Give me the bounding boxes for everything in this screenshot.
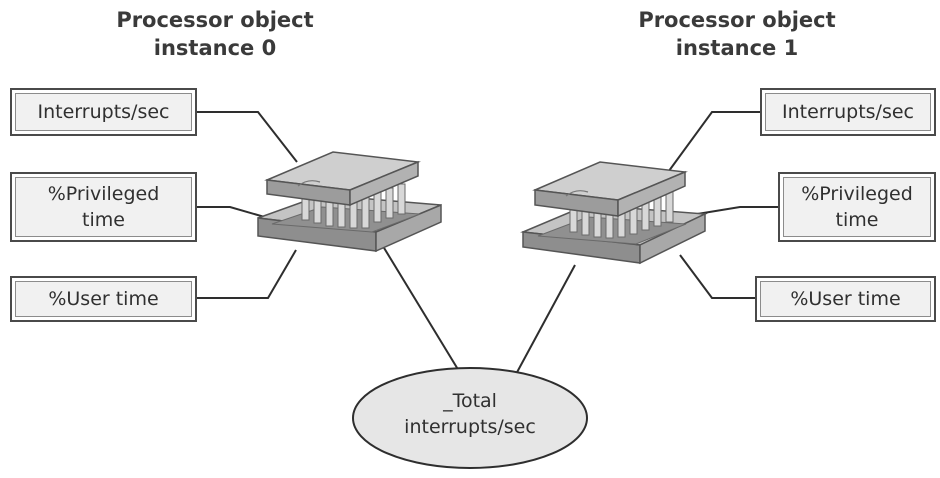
instance-0-interrupts-label: Interrupts/sec [37,101,170,123]
instance-1-privileged-label-line1: %Privileged [801,183,913,205]
connector-right-interrupts [654,111,760,191]
instance-0-user-label: %User time [48,288,159,310]
instance-1-privileged-box: %Privileged time [778,172,936,242]
instance-1-interrupts-label: Interrupts/sec [782,101,914,123]
instance-0-privileged-label-line2: time [82,209,125,231]
instance-0-privileged-box: %Privileged time [10,172,197,242]
instance-1-title: Processor object instance 1 [617,6,857,62]
connector-left-user [197,249,297,299]
instance-1-user-box: %User time [755,276,936,322]
instance-1-interrupts-box: Interrupts/sec [760,88,936,136]
instance-0-title-line2: instance 0 [153,36,277,60]
total-label-line2: interrupts/sec [404,416,536,438]
instance-0-privileged-label-line1: %Privileged [47,183,160,205]
instance-1-privileged-label-line2: time [835,209,879,231]
connector-left-privileged [197,206,269,219]
instance-1-user-label: %User time [790,288,901,310]
instance-0-interrupts-box: Interrupts/sec [10,88,197,136]
processor-1-icon [520,161,708,265]
connector-right-privileged [684,206,778,217]
instance-1-title-line2: instance 1 [675,36,799,60]
instance-1-title-line1: Processor object [638,8,836,32]
instance-0-user-box: %User time [10,276,197,322]
connector-left-total [377,237,463,377]
total-label: _Total interrupts/sec [340,388,600,440]
connector-right-user [679,254,755,299]
instance-0-title-line1: Processor object [116,8,314,32]
total-label-line1: _Total [443,390,497,412]
connector-left-interrupts [197,111,298,163]
total-ellipse [352,367,588,469]
processor-0-icon [257,151,442,253]
connector-right-total [514,264,576,377]
instance-0-title: Processor object instance 0 [95,6,335,62]
